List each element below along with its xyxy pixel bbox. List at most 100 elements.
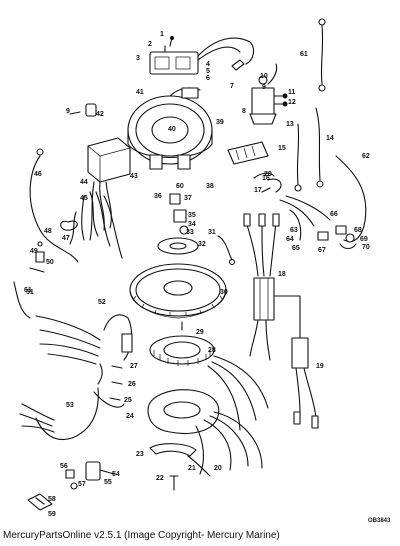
callout-52: 52 — [98, 299, 106, 306]
callout-24: 24 — [126, 413, 134, 420]
callout-17: 17 — [254, 187, 262, 194]
callout-12: 12 — [288, 99, 296, 106]
harness-63-70 — [279, 195, 357, 250]
callout-61a: 61 — [300, 51, 308, 58]
callout-32: 32 — [198, 241, 206, 248]
callout-36: 36 — [154, 193, 162, 200]
callout-47: 47 — [62, 235, 70, 242]
callout-60: 60 — [176, 183, 184, 190]
callout-43: 43 — [130, 173, 138, 180]
callout-66: 66 — [330, 211, 338, 218]
callout-48: 48 — [44, 228, 52, 235]
lead-20-lower — [187, 455, 211, 477]
callout-27: 27 — [130, 363, 138, 370]
terminal-block-assembly — [227, 141, 282, 193]
lead-61-top — [318, 18, 326, 92]
callout-33: 33 — [186, 229, 194, 236]
callout-18: 18 — [278, 271, 286, 278]
key-switch — [65, 461, 115, 490]
switch-plate — [27, 493, 53, 511]
bracket-23 — [149, 443, 197, 491]
callout-23: 23 — [136, 451, 144, 458]
callout-5: 5 — [206, 68, 210, 75]
callout-1: 1 — [160, 31, 164, 38]
harness-52 — [35, 314, 133, 385]
callout-2: 2 — [148, 41, 152, 48]
callout-8: 8 — [242, 108, 246, 115]
callout-15: 15 — [278, 145, 286, 152]
callout-10: 10 — [260, 73, 268, 80]
callout-46: 46 — [34, 171, 42, 178]
callout-45: 45 — [80, 195, 88, 202]
clamp-47 — [60, 220, 78, 231]
callout-22: 22 — [156, 475, 164, 482]
callout-20b: 20 — [214, 465, 222, 472]
callout-54: 54 — [112, 471, 120, 478]
callout-37: 37 — [184, 195, 192, 202]
callout-42: 42 — [96, 111, 104, 118]
flywheel — [129, 263, 227, 319]
rectifier-assembly — [69, 103, 131, 241]
parts-26-27 — [109, 365, 123, 401]
callout-34: 34 — [188, 221, 196, 228]
callout-58: 58 — [48, 496, 56, 503]
callout-62: 62 — [362, 153, 370, 160]
harness-cluster — [69, 191, 123, 259]
lead-20-upper — [253, 172, 275, 179]
lead-51 — [13, 281, 31, 319]
callout-26: 26 — [128, 381, 136, 388]
trigger-plate-24 — [147, 389, 263, 475]
callout-16: 16 — [262, 175, 270, 182]
callout-9a: 9 — [262, 84, 266, 91]
callout-31: 31 — [208, 229, 216, 236]
stator-ring-assembly — [127, 87, 213, 170]
callout-4: 4 — [206, 61, 210, 68]
callout-61b: 61 — [24, 287, 32, 294]
callout-50: 50 — [46, 259, 54, 266]
callout-41: 41 — [136, 89, 144, 96]
callout-30: 30 — [220, 289, 228, 296]
callout-6: 6 — [206, 75, 210, 82]
harness-18 — [243, 213, 319, 429]
image-caption: MercuryPartsOnline v2.5.1 (Image Copyrig… — [3, 530, 280, 541]
callout-29: 29 — [196, 329, 204, 336]
lead-46 — [29, 155, 79, 263]
callout-64: 64 — [286, 236, 294, 243]
leads-13-14 — [294, 107, 324, 192]
callout-38: 38 — [206, 183, 214, 190]
callout-7: 7 — [230, 83, 234, 90]
callout-51: 51 — [26, 289, 34, 296]
callout-9b: 9 — [66, 108, 70, 115]
callout-56: 56 — [60, 463, 68, 470]
callout-67: 67 — [318, 247, 326, 254]
callout-3: 3 — [136, 55, 140, 62]
callout-labels: 1 2 3 4 5 6 7 8 9 9 10 11 12 13 14 15 16… — [24, 31, 370, 518]
lead-31 — [217, 235, 233, 261]
callout-68: 68 — [354, 227, 362, 234]
callout-40: 40 — [168, 126, 176, 133]
callout-19: 19 — [316, 363, 324, 370]
callout-13: 13 — [286, 121, 294, 128]
callout-70: 70 — [362, 244, 370, 251]
callout-63: 63 — [290, 227, 298, 234]
callout-39: 39 — [216, 119, 224, 126]
callout-59: 59 — [48, 511, 56, 518]
stator-28 — [149, 321, 269, 431]
callout-35: 35 — [188, 212, 196, 219]
callout-21: 21 — [188, 465, 196, 472]
terminals-48-50 — [29, 241, 45, 273]
callout-14: 14 — [326, 135, 334, 142]
callout-25: 25 — [124, 397, 132, 404]
callout-44: 44 — [80, 179, 88, 186]
solenoid-assembly — [249, 63, 288, 125]
callout-11: 11 — [288, 89, 296, 96]
diagram-code: OB3843 — [368, 518, 391, 524]
callout-20a: 20 — [264, 171, 272, 178]
callout-65: 65 — [292, 245, 300, 252]
callout-28: 28 — [208, 347, 216, 354]
harness-53 — [19, 387, 125, 440]
callout-57: 57 — [78, 481, 86, 488]
switch-box-assembly — [149, 36, 255, 75]
trigger-assembly — [157, 193, 199, 255]
